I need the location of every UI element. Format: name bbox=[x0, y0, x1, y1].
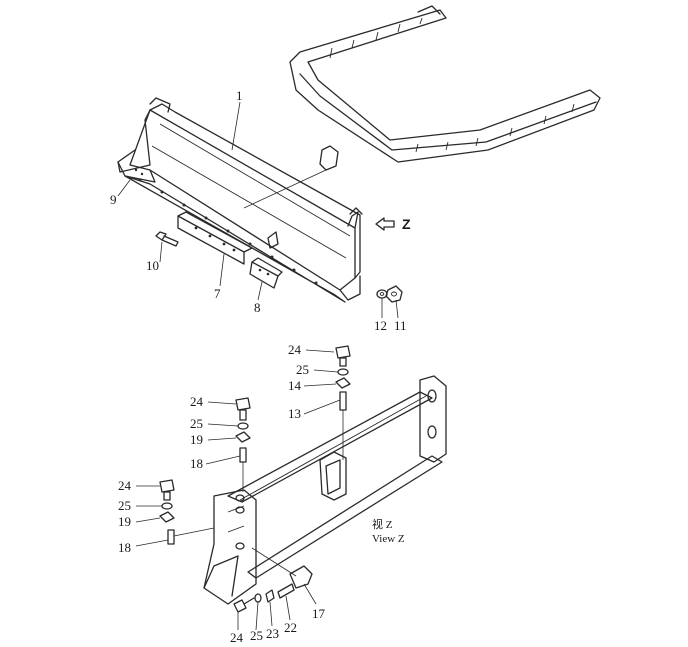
callout-10: 10 bbox=[146, 258, 159, 273]
end-bit-8 bbox=[249, 257, 283, 289]
view-z-marker: Z bbox=[402, 216, 411, 232]
stack-mid bbox=[235, 397, 251, 492]
bolt-10 bbox=[155, 231, 179, 247]
callout-13: 13 bbox=[288, 406, 301, 421]
callout-17: 17 bbox=[312, 606, 326, 621]
callout-24-left: 24 bbox=[118, 478, 132, 493]
callout-8: 8 bbox=[254, 300, 261, 315]
stack-bottom bbox=[233, 547, 313, 613]
stack-top bbox=[335, 345, 351, 460]
callout-25-left: 25 bbox=[118, 498, 131, 513]
frame-link-line bbox=[243, 169, 327, 209]
nut-11 bbox=[385, 285, 403, 303]
callout-9: 9 bbox=[110, 192, 117, 207]
callout-14: 14 bbox=[288, 378, 302, 393]
callout-22: 22 bbox=[284, 620, 297, 635]
leader-lines bbox=[117, 101, 399, 631]
callout-24-bot: 24 bbox=[230, 630, 244, 645]
stack-left bbox=[159, 479, 215, 545]
callout-23: 23 bbox=[266, 626, 279, 641]
callout-labels: 1 9 10 7 8 12 11 24 25 14 13 24 25 19 18… bbox=[110, 88, 407, 645]
edge-holes bbox=[134, 168, 318, 285]
callout-7: 7 bbox=[214, 286, 221, 301]
callout-24-mid: 24 bbox=[190, 394, 204, 409]
callout-18-left: 18 bbox=[118, 540, 131, 555]
callout-19-left: 19 bbox=[118, 514, 131, 529]
callout-18-mid: 18 bbox=[190, 456, 203, 471]
callout-19-mid: 19 bbox=[190, 432, 203, 447]
washer-12 bbox=[376, 289, 388, 299]
callout-12: 12 bbox=[374, 318, 387, 333]
blade bbox=[117, 97, 363, 303]
callout-1: 1 bbox=[236, 88, 243, 103]
cutting-edge-7 bbox=[177, 211, 253, 265]
c-frame bbox=[289, 5, 601, 171]
view-z-frame bbox=[203, 375, 447, 605]
view-z-arrow bbox=[375, 217, 395, 231]
callout-24-top: 24 bbox=[288, 342, 302, 357]
view-caption-en: View Z bbox=[372, 533, 405, 545]
callout-25-mid: 25 bbox=[190, 416, 203, 431]
view-caption-cn: 视 Z bbox=[372, 517, 393, 531]
callout-11: 11 bbox=[394, 318, 407, 333]
callout-25-top: 25 bbox=[296, 362, 309, 377]
callout-25-bot: 25 bbox=[250, 628, 263, 643]
